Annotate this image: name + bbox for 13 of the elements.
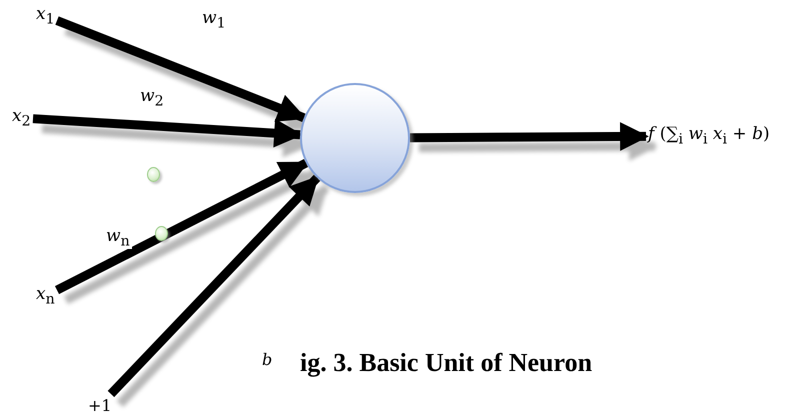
arrow xyxy=(54,159,309,294)
bias-label: b xyxy=(262,350,272,369)
input-label: +1 xyxy=(88,396,112,416)
arrow xyxy=(32,114,303,148)
arrow xyxy=(410,122,649,151)
neuron-circle xyxy=(300,83,410,193)
output-formula: f (∑$_{i}$ w$_{i}$ x$_{i}$ + b) xyxy=(648,124,770,148)
arrow xyxy=(55,16,306,122)
input-label: x$_{1}$ xyxy=(36,4,55,28)
input-label: x$_{2}$ xyxy=(12,106,31,130)
arrow xyxy=(108,174,320,398)
figure-caption: ig. 3. Basic Unit of Neuron xyxy=(300,348,592,378)
input-label: x$_{n}$ xyxy=(36,284,55,308)
